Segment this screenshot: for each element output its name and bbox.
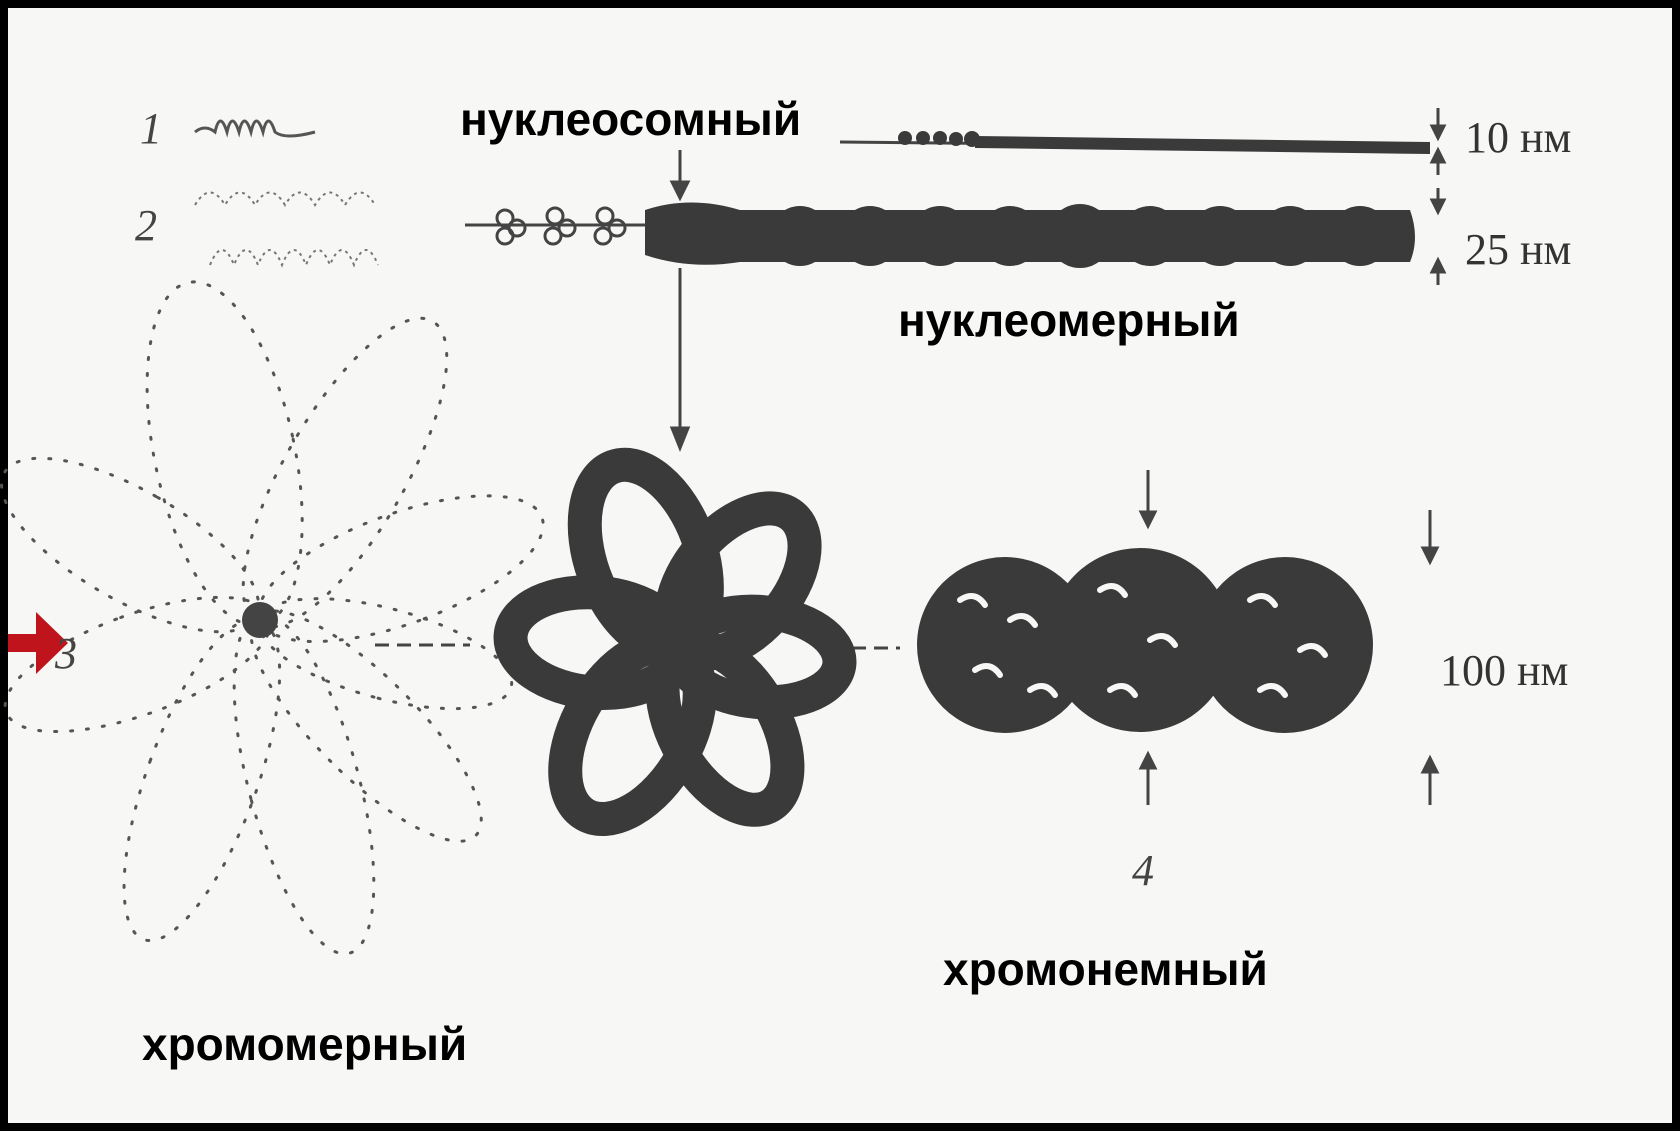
nucleomere-fiber: [465, 203, 1415, 269]
down-arrows: [672, 150, 688, 448]
nucleosome-fiber: [840, 131, 1430, 154]
nucleomere-sketch: [195, 193, 378, 266]
scale-25nm: 25 нм: [1465, 224, 1571, 275]
level-2-number: 2: [135, 200, 157, 251]
label-nucleomere: нуклеомерный: [898, 293, 1240, 347]
chromonema-fiber: [917, 548, 1373, 733]
level-4-number: 4: [1132, 845, 1154, 896]
scale-10nm: 10 нм: [1465, 112, 1571, 163]
nucleosome-coil-sketch: [195, 121, 315, 136]
level-3-number: 3: [55, 628, 77, 679]
chromomere-compact: [506, 448, 843, 842]
level-1-number: 1: [140, 103, 162, 154]
label-chromomere: хромомерный: [142, 1017, 467, 1071]
scale-100nm: 100 нм: [1440, 645, 1568, 696]
label-chromonema: хромонемный: [943, 942, 1268, 996]
chromomere-loops: [0, 268, 561, 967]
chromomere-center: [242, 602, 278, 638]
label-nucleosome: нуклеосомный: [460, 92, 801, 146]
